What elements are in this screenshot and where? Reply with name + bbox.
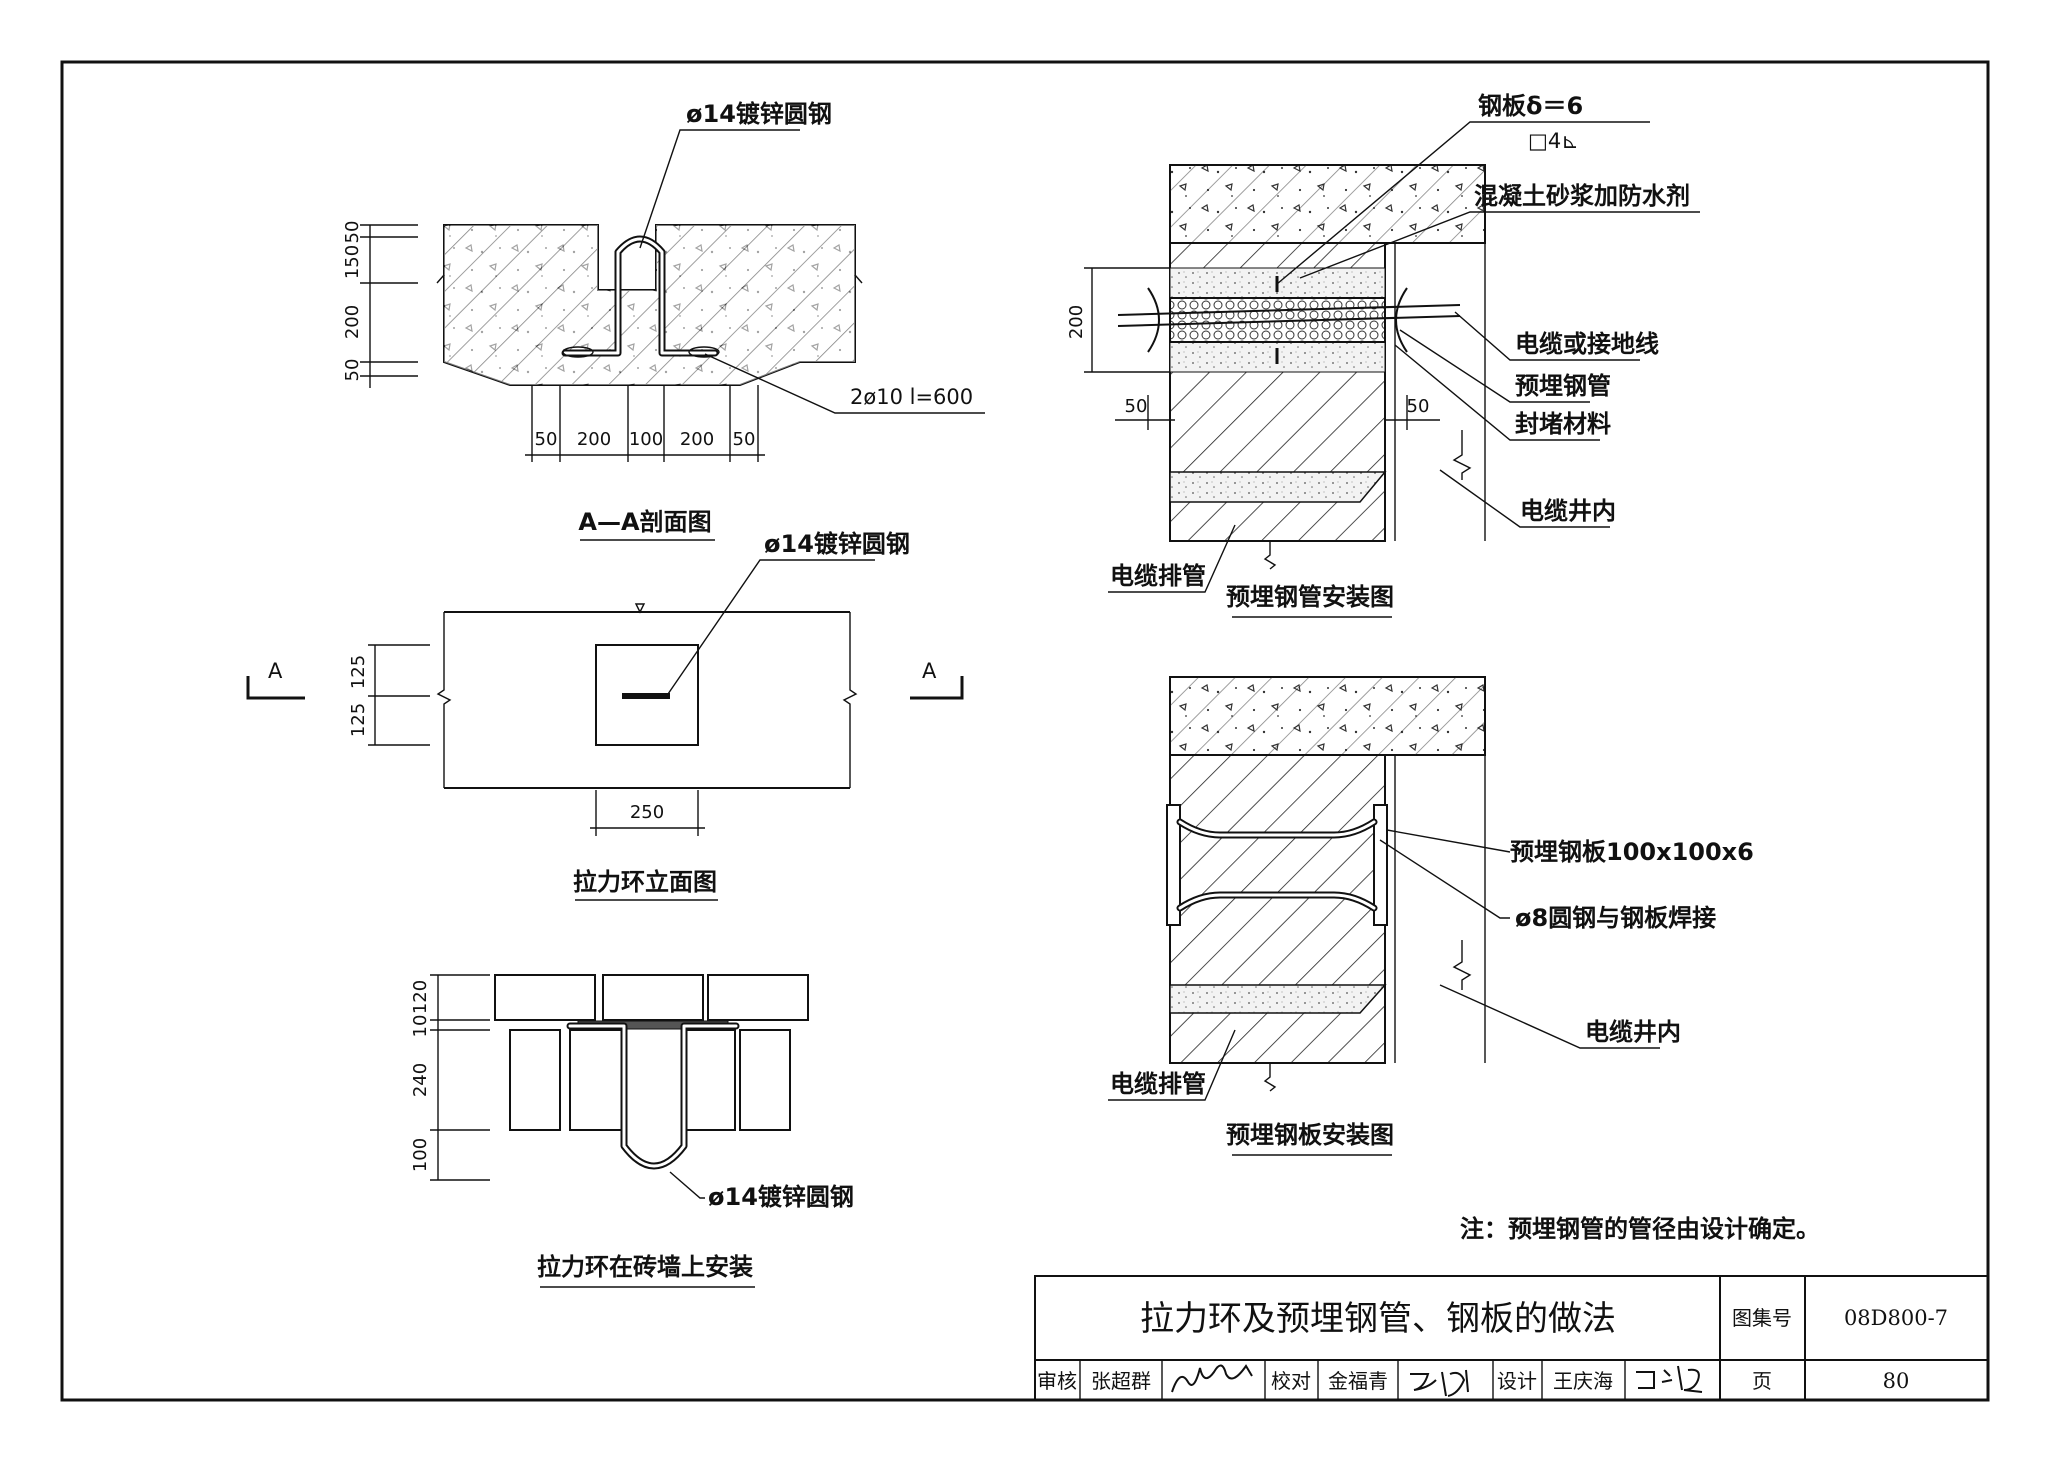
title-block: 拉力环及预埋钢管、钢板的做法 图集号 08D800-7 审核 张超群 校对 金福…	[1034, 1275, 1989, 1401]
elev-hdim: 250	[630, 802, 664, 823]
pipe-dim-50-right: 50	[1407, 396, 1430, 417]
brick-vdim-2: 10	[410, 1015, 431, 1038]
aa-bar-label: ø14镀锌圆钢	[686, 100, 832, 128]
checker-signature	[1410, 1369, 1469, 1397]
aa-rebar-right	[688, 346, 720, 358]
brick-wall-bar-label: ø14镀锌圆钢	[708, 1183, 854, 1211]
aa-hdim-4: 200	[680, 429, 714, 450]
aa-hdim-2: 200	[577, 429, 611, 450]
elev-vdim-2: 125	[348, 703, 369, 737]
aa-vdim-3: 200	[342, 305, 363, 339]
pipe-dim-50-left: 50	[1125, 396, 1148, 417]
mortar-label: 混凝土砂浆加防水剂	[1474, 182, 1690, 210]
brick-wall-title: 拉力环在砖墙上安装	[537, 1253, 753, 1281]
page-label: 页	[1752, 1369, 1772, 1393]
design-label: 设计	[1497, 1369, 1537, 1393]
aa-vdim-4: 50	[342, 359, 363, 382]
drawing-title: 拉力环及预埋钢管、钢板的做法	[1140, 1299, 1616, 1339]
elevation-view: ø14镀锌圆钢 A A 125 125 250 拉力环立面图	[246, 530, 964, 901]
plate-shaft-label: 电缆井内	[1585, 1018, 1681, 1046]
reviewer-name: 张超群	[1091, 1369, 1151, 1393]
reviewer-signature	[1171, 1364, 1253, 1393]
atlas-label: 图集号	[1732, 1306, 1792, 1330]
seal-material-label: 封堵材料	[1515, 410, 1611, 438]
brick-vdim-1: 120	[410, 980, 431, 1014]
aa-hdim-3: 100	[629, 429, 663, 450]
brick-vdim-3: 240	[410, 1063, 431, 1097]
embedded-plate-left	[1166, 804, 1181, 926]
brick-wall-bar	[566, 1022, 740, 1170]
section-mark-right: A	[922, 659, 937, 683]
aa-rebar-left	[562, 346, 594, 358]
brick-wall-view: ø14镀锌圆钢 120 10 240 100 拉力环在砖墙上安装	[410, 974, 854, 1288]
page-number: 80	[1883, 1369, 1910, 1393]
checker-name: 金福青	[1328, 1369, 1388, 1393]
elevation-bar-label: ø14镀锌圆钢	[764, 530, 910, 558]
plate-install-view: 预埋钢板100x100x6 ø8圆钢与钢板焊接 电缆井内 电缆排管 预埋钢板安装…	[1108, 676, 1754, 1156]
pipe-shaft-label: 电缆井内	[1520, 497, 1616, 525]
aa-title: A—A剖面图	[578, 508, 711, 536]
steel-plate-label: 钢板δ＝6	[1478, 92, 1583, 120]
atlas-number: 08D800-7	[1844, 1306, 1948, 1330]
review-label: 审核	[1037, 1369, 1077, 1393]
aa-vdim-2: 150	[342, 245, 363, 279]
aa-rebar-label: 2ø10 l=600	[850, 385, 973, 409]
pipe-install-title: 预埋钢管安装图	[1226, 583, 1394, 611]
pipe-duct-label: 电缆排管	[1110, 562, 1206, 590]
weld-symbol: □4⊾	[1528, 129, 1579, 153]
check-label: 校对	[1271, 1369, 1311, 1393]
pipe-install-view: 200 50 50 钢板δ＝6 □4⊾ 混凝土砂浆加防水剂 电缆或接地线 预埋钢…	[1066, 92, 1700, 618]
elev-vdim-1: 125	[348, 655, 369, 689]
elevation-title: 拉力环立面图	[573, 868, 717, 896]
design-note: 注：预埋钢管的管径由设计确定。	[1460, 1215, 1820, 1243]
aa-hdim-1: 50	[535, 429, 558, 450]
elevation-insert-block	[595, 644, 699, 746]
section-aa-view: ø14镀锌圆钢 2ø10 l=600 50 150 200 50 50 200 …	[342, 100, 985, 541]
plate-install-title: 预埋钢板安装图	[1226, 1121, 1394, 1149]
plate-label: 预埋钢板100x100x6	[1510, 838, 1754, 866]
drawing-frame	[60, 60, 1990, 1402]
embedded-plate-right	[1373, 804, 1388, 926]
aa-hdim-5: 50	[733, 429, 756, 450]
section-mark-left: A	[268, 659, 283, 683]
cable-label: 电缆或接地线	[1515, 330, 1659, 358]
designer-signature	[1636, 1365, 1703, 1393]
pipe-dim-200: 200	[1066, 305, 1087, 339]
embedded-pipe-label: 预埋钢管	[1515, 372, 1611, 400]
rod-label: ø8圆钢与钢板焊接	[1515, 904, 1716, 932]
plate-duct-label: 电缆排管	[1110, 1070, 1206, 1098]
brick-vdim-4: 100	[410, 1138, 431, 1172]
aa-vdim-1: 50	[342, 221, 363, 244]
designer-name: 王庆海	[1553, 1369, 1613, 1393]
